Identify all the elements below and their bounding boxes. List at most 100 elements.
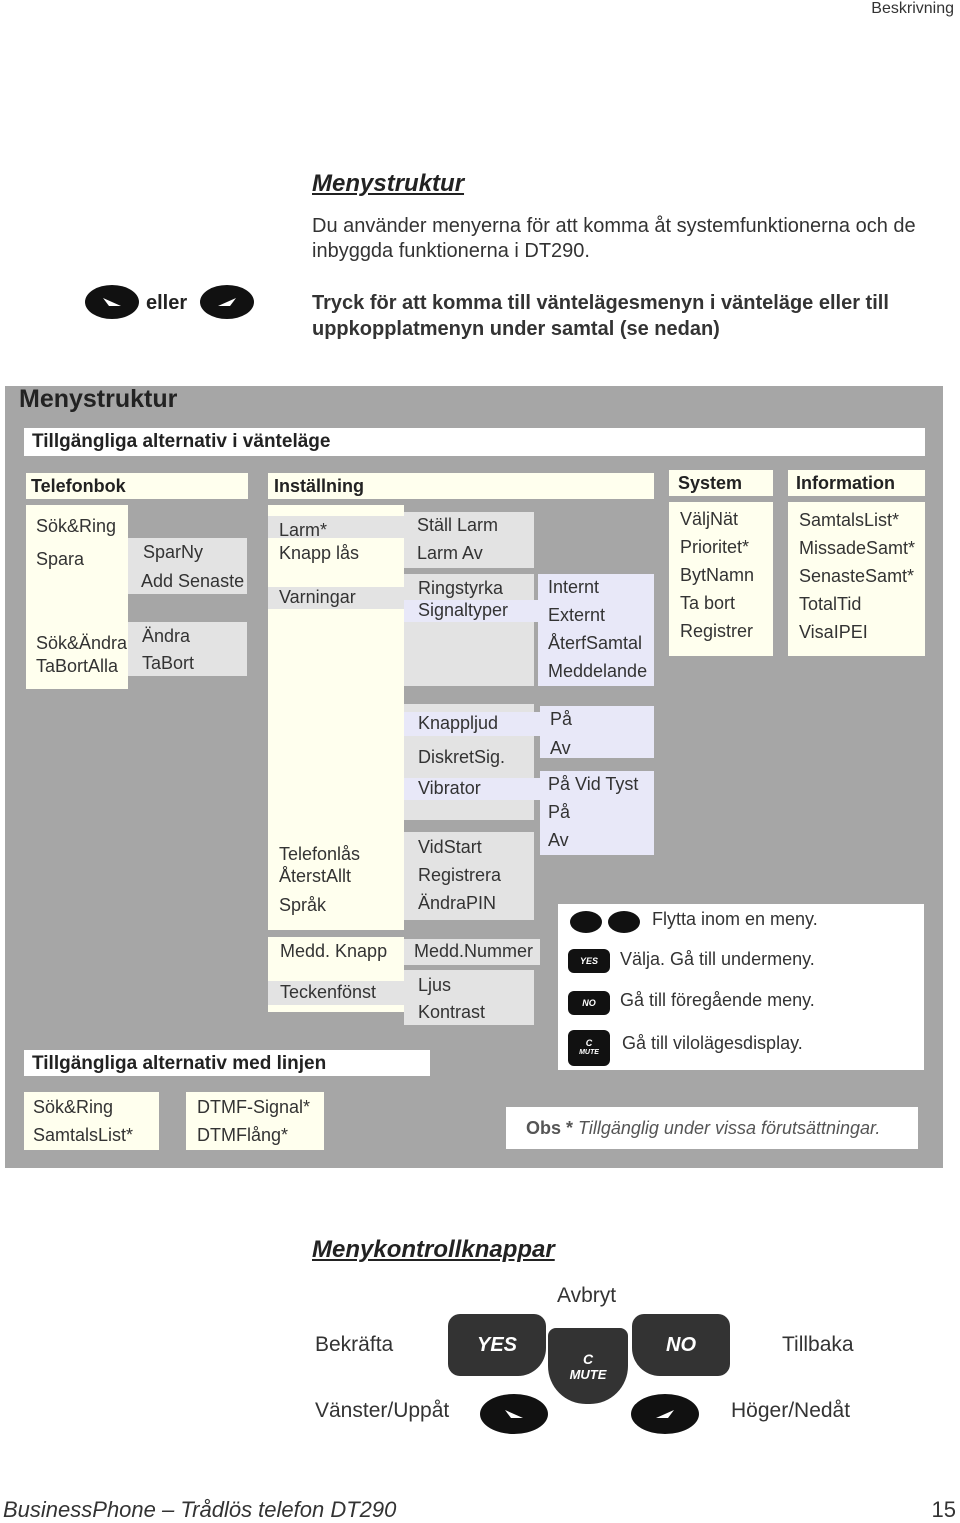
menu-item: VidStart <box>418 837 482 857</box>
no-button[interactable]: NO <box>632 1314 730 1376</box>
back-label: Tillbaka <box>782 1333 854 1356</box>
legend-back: Gå till föregående meny. <box>620 990 815 1010</box>
instruction-text: Tryck för att komma till vänteläges­meny… <box>312 292 889 340</box>
larm-submenu <box>404 512 534 568</box>
menu-item: Medd.Nummer <box>414 941 534 961</box>
menu-item: Ta bort <box>680 593 736 613</box>
menu-item: Ringstyrka <box>418 578 504 598</box>
c-mute-button[interactable]: C MUTE <box>548 1328 628 1404</box>
highlight-row <box>404 778 544 800</box>
menu-item: VisaIPEI <box>799 622 868 642</box>
or-label: eller <box>146 292 188 314</box>
knappljud-submenu <box>540 706 654 758</box>
varningar-submenu <box>404 574 534 686</box>
left-arrow-icon <box>505 1410 523 1418</box>
menu-item: Kontrast <box>418 1002 486 1022</box>
menu-item: Larm* <box>279 520 328 540</box>
right-down-button[interactable] <box>631 1394 699 1434</box>
confirm-label: Bekräfta <box>315 1333 394 1356</box>
menu-item: Språk <box>279 895 327 915</box>
telefonbok-column <box>26 505 128 689</box>
information-column <box>788 502 925 656</box>
menu-item: Varningar <box>279 587 356 607</box>
menu-item: Sök&Ändra <box>36 633 128 653</box>
telefonlas-submenu <box>404 832 534 920</box>
installning-head: Inställning <box>268 473 654 499</box>
panel-title: Menystruktur <box>19 385 178 413</box>
right-down-label: Höger/Nedåt <box>731 1399 851 1422</box>
menu-item: På <box>548 802 571 822</box>
menu-item: Internt <box>548 577 600 597</box>
highlight-row <box>268 981 404 1005</box>
mute-button-label: MUTE <box>569 1366 607 1382</box>
menu-item: SamtalsList* <box>33 1125 134 1145</box>
legend-select: Välja. Gå till undermeny. <box>620 949 815 969</box>
menu-item: TotalTid <box>799 594 862 614</box>
menu-item: Larm Av <box>417 543 483 563</box>
telefonbok-head: Telefonbok <box>26 473 248 499</box>
menu-item: Ljus <box>418 975 452 995</box>
footer-title: BusinessPhone – Trådlös telefon DT290 <box>3 1497 397 1522</box>
menu-item: ÄndraPIN <box>418 893 497 913</box>
left-nav-key-icon <box>85 285 139 319</box>
signal-submenu <box>538 574 654 686</box>
obs-label: Obs * <box>526 1118 574 1138</box>
c-button-label: C <box>582 1350 594 1367</box>
section-header: Beskrivning <box>871 0 954 17</box>
legend-move: Flytta inom en meny. <box>652 909 818 929</box>
menu-item: Knappljud <box>418 713 499 733</box>
menu-item: Vibrator <box>418 778 481 798</box>
mute-key-label: MUTE <box>579 1049 599 1056</box>
call-options-bar: Tillgängliga alternativ med linjen <box>24 1050 430 1076</box>
controls-heading: Menykontrollknappar <box>312 1236 555 1263</box>
menu-item: Meddelande <box>548 661 648 681</box>
menu-item: Signaltyper <box>418 600 509 620</box>
obs-text: Tillgänglig under vissa förutsättningar. <box>578 1118 881 1138</box>
highlight-row <box>268 516 404 538</box>
highlight-row <box>404 600 540 622</box>
menu-item: ÅterfSamtal <box>548 633 643 653</box>
menu-item: Add Senaste <box>141 571 245 591</box>
highlight-row <box>404 712 544 736</box>
menu-item: TaBort <box>142 653 195 673</box>
left-key-icon <box>570 911 602 933</box>
menu-item: Av <box>550 738 571 758</box>
menu-item: Prioritet* <box>680 537 750 557</box>
spara-submenu <box>128 538 247 594</box>
no-key-icon: NO <box>568 991 610 1015</box>
yes-key-icon: YES <box>568 949 610 973</box>
menu-item: På Vid Tyst <box>548 774 639 794</box>
menu-item: Registrer <box>680 621 754 641</box>
menu-item: Teckenfönst <box>280 982 377 1002</box>
menu-item: Spara <box>36 549 85 569</box>
medd-nummer-box <box>404 939 540 965</box>
call-column-2 <box>186 1092 324 1150</box>
left-up-label: Vänster/Uppåt <box>315 1399 450 1422</box>
menu-item: TaBortAlla <box>36 656 119 676</box>
right-arrow-icon <box>656 1410 674 1418</box>
right-key-icon <box>608 911 640 933</box>
obs-note: Obs * Tillgänglig under vissa förutsättn… <box>506 1107 918 1149</box>
menu-item: ÅterstAllt <box>279 866 352 886</box>
yes-button[interactable]: YES <box>448 1314 546 1376</box>
installning-column <box>268 505 404 930</box>
menu-item: DiskretSig. <box>418 747 506 767</box>
menu-item: Telefonlås <box>279 844 361 864</box>
menu-item: Sök&Ring <box>33 1097 114 1117</box>
menu-item: Registrera <box>418 865 502 885</box>
menu-item: SenasteSamt* <box>799 566 915 586</box>
menu-item: Ställ Larm <box>417 515 499 535</box>
menu-item: Ändra <box>142 626 191 646</box>
menu-item: BytNamn <box>680 565 755 585</box>
menu-item: MissadeSamt* <box>799 538 916 558</box>
call-column-1 <box>24 1092 159 1150</box>
menu-item: DTMFlång* <box>197 1125 289 1145</box>
menu-item: Av <box>548 830 569 850</box>
legend-idle: Gå till vilolägesdisplay. <box>622 1033 803 1053</box>
information-head: Information <box>788 470 925 496</box>
menu-item: Medd. Knapp <box>280 941 388 961</box>
menu-item: På <box>550 709 573 729</box>
left-up-button[interactable] <box>480 1394 548 1434</box>
menu-item: Externt <box>548 605 606 625</box>
right-nav-key-icon <box>200 285 254 319</box>
